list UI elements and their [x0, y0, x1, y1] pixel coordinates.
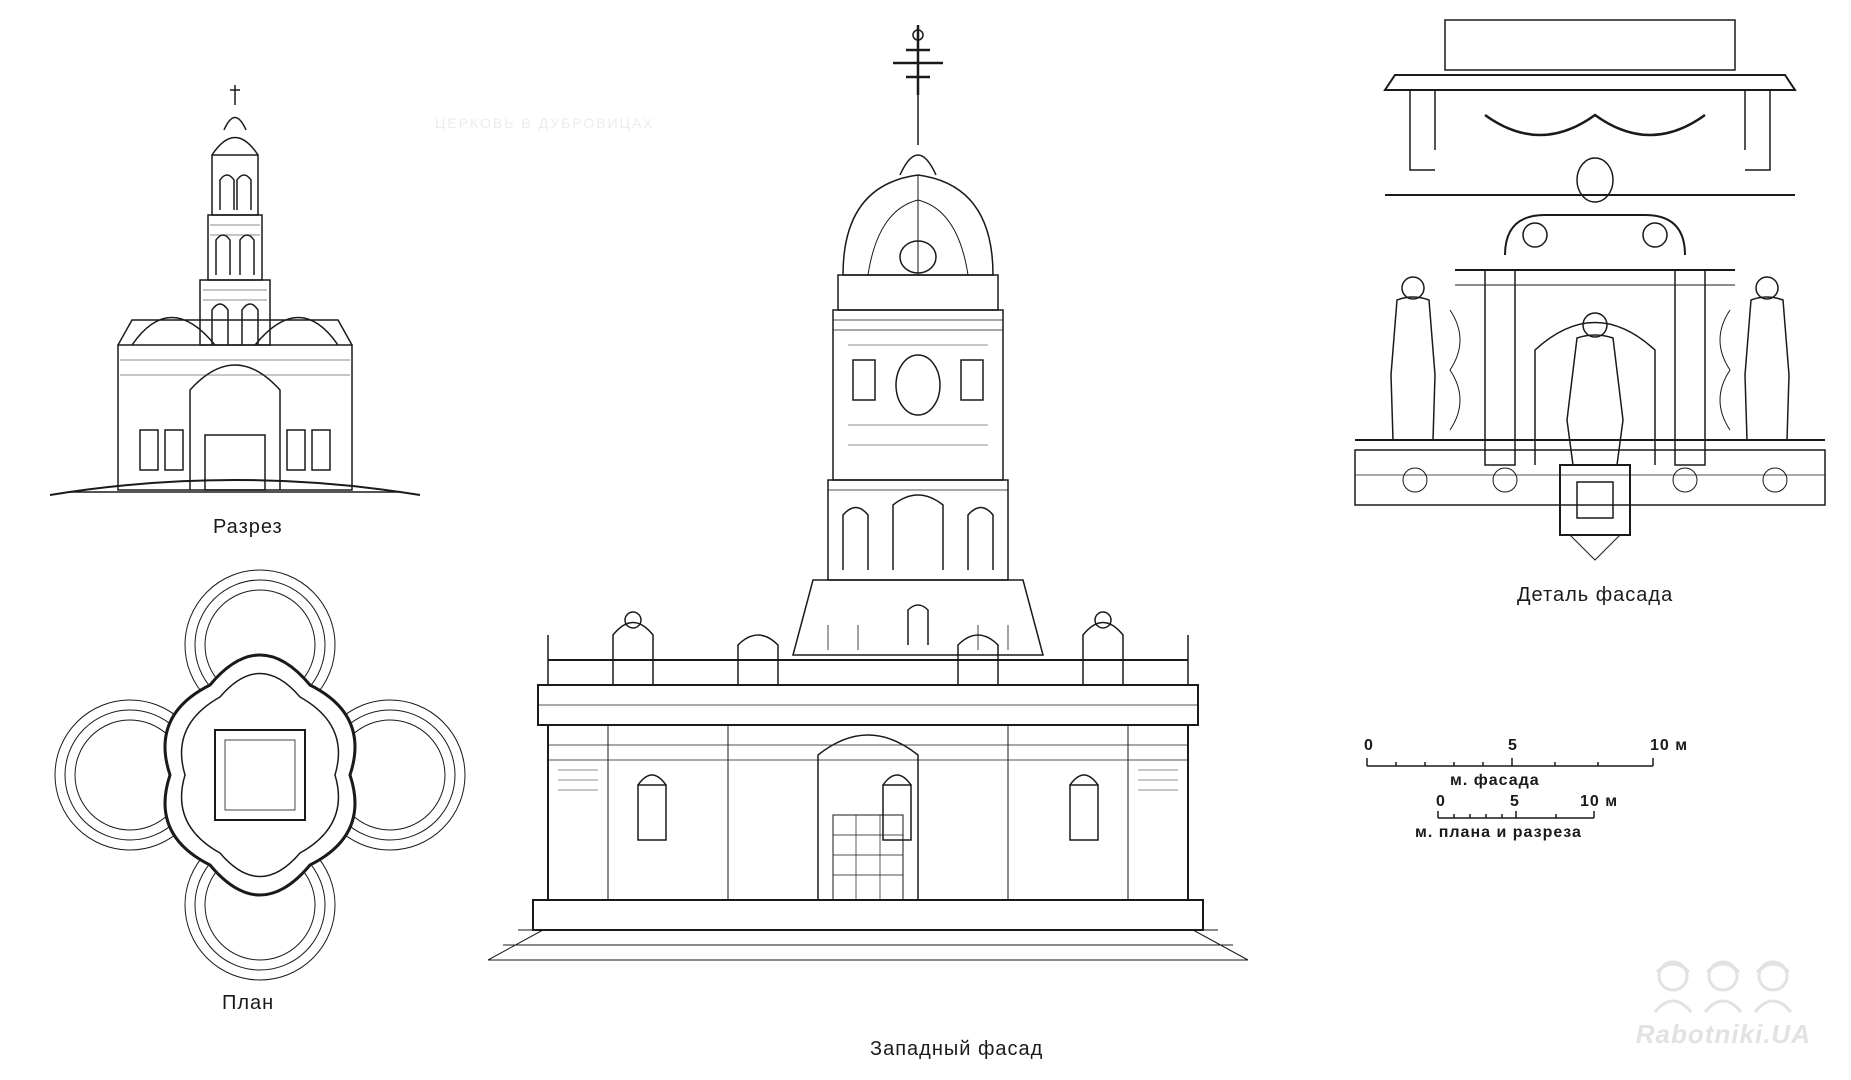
section-label: Разрез: [213, 516, 283, 538]
scale-plan-tick-0: 0: [1436, 793, 1446, 810]
detail-label: Деталь фасада: [1517, 584, 1674, 606]
workers-icon: [1654, 960, 1793, 1013]
facade-label: Западный фасад: [870, 1038, 1044, 1060]
plan-label: План: [222, 992, 275, 1014]
watermark-text: Rabotniki.UA: [1635, 1019, 1811, 1049]
facade-drawing: [487, 25, 1249, 961]
detail-drawing: [1354, 19, 1826, 561]
faint-heading: ЦЕРКОВЬ В ДУБРОВИЦАХ: [435, 115, 655, 131]
scale-facade-tick-10: 10 м: [1650, 737, 1689, 754]
scale-plan-line: [1437, 811, 1595, 819]
scale-plan-tick-5: 5: [1510, 793, 1520, 810]
section-drawing: [49, 85, 421, 496]
scale-facade-label: м. фасада: [1450, 772, 1540, 789]
plan-drawing: [54, 569, 466, 981]
watermark: Rabotniki.UA: [1636, 954, 1811, 1050]
scale-facade-line: [1366, 758, 1654, 767]
scale-plan-label: м. плана и разреза: [1415, 824, 1582, 841]
scale-facade-tick-5: 5: [1508, 737, 1518, 754]
scale-plan-tick-10: 10 м: [1580, 793, 1619, 810]
scale-facade-tick-0: 0: [1364, 737, 1374, 754]
